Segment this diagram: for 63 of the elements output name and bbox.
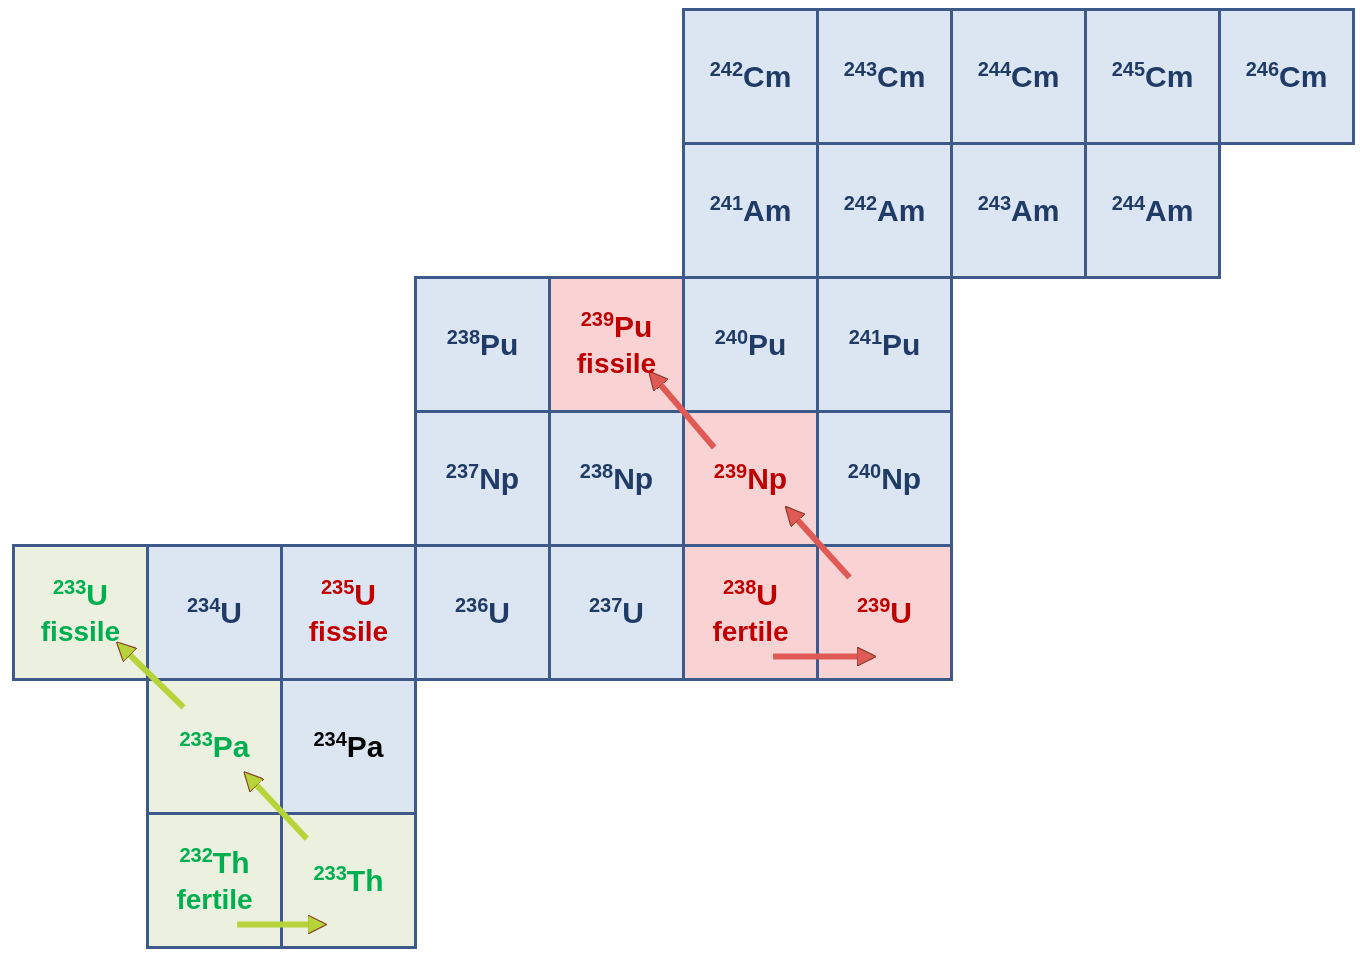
nuclide-symbol: $^{243}$Am <box>977 193 1060 228</box>
nuclide-cell <box>548 410 685 547</box>
nuclide-property: fertile <box>176 883 253 916</box>
nuclide-symbol: $^{243}$Cm <box>843 59 926 94</box>
nuclide-cell <box>950 142 1087 279</box>
nuclide-cell <box>950 8 1087 145</box>
nuclide-cell <box>414 544 551 681</box>
nuclide-symbol: $^{246}$Cm <box>1245 59 1328 94</box>
nuclide-cell <box>816 142 953 279</box>
nuclide-cell <box>280 678 417 815</box>
nuclide-cell <box>146 812 283 949</box>
nuclide-cell <box>816 410 953 547</box>
arrow <box>237 914 328 935</box>
nuclide-symbol: $^{237}$U <box>588 595 644 630</box>
nuclide-property: fertile <box>712 615 789 648</box>
nuclide-cell <box>414 276 551 413</box>
nuclide-property: fissile <box>40 615 121 648</box>
nuclide-symbol: $^{239}$Np <box>713 461 788 496</box>
nuclide-symbol: $^{242}$Am <box>843 193 926 228</box>
nuclide-symbol: $^{244}$Am <box>1111 193 1194 228</box>
nuclide-cell <box>146 678 283 815</box>
nuclide-cell <box>414 410 551 547</box>
nuclide-cell <box>548 544 685 681</box>
nuclide-symbol: $^{242}$Cm <box>709 59 792 94</box>
nuclide-cell <box>280 812 417 949</box>
nuclide-symbol: $^{234}$U <box>186 595 242 630</box>
nuclide-symbol: $^{232}$Th <box>179 845 250 880</box>
nuclide-symbol: $^{238}$U <box>722 577 778 612</box>
nuclide-cell <box>548 276 685 413</box>
nuclide-symbol: $^{239}$Pu <box>580 309 653 344</box>
nuclide-symbol: $^{239}$U <box>856 595 912 630</box>
nuclide-cell <box>682 276 819 413</box>
nuclide-cell <box>146 544 283 681</box>
nuclide-symbol: $^{236}$U <box>454 595 510 630</box>
nuclide-cell <box>682 142 819 279</box>
nuclide-symbol: $^{241}$Pu <box>848 327 921 362</box>
nuclide-symbol: $^{245}$Cm <box>1111 59 1194 94</box>
nuclide-cell <box>12 544 149 681</box>
nuclide-cell <box>816 276 953 413</box>
nuclide-cell <box>816 544 953 681</box>
nuclide-symbol: $^{235}$U <box>320 577 376 612</box>
nuclide-cell <box>1084 142 1221 279</box>
nuclide-cell <box>682 410 819 547</box>
nuclide-symbol: $^{238}$Pu <box>446 327 519 362</box>
nuclide-property: fissile <box>308 615 389 648</box>
nuclide-symbol: $^{234}$Pa <box>313 729 384 764</box>
nuclide-symbol: $^{233}$Pa <box>179 729 250 764</box>
nuclide-cell <box>1218 8 1355 145</box>
nuclide-symbol: $^{241}$Am <box>709 193 792 228</box>
nuclide-cell <box>280 544 417 681</box>
nuclide-cell <box>816 8 953 145</box>
nuclide-symbol: $^{240}$Np <box>847 461 922 496</box>
nuclide-cell <box>682 8 819 145</box>
nuclide-symbol: $^{244}$Cm <box>977 59 1060 94</box>
nuclide-symbol: $^{238}$Np <box>579 461 654 496</box>
nuclide-symbol: $^{233}$Th <box>313 863 384 898</box>
arrow <box>773 646 877 667</box>
nuclide-symbol: $^{233}$U <box>52 577 108 612</box>
nuclide-cell <box>1084 8 1221 145</box>
nuclide-property: fissile <box>576 347 657 380</box>
nuclide-symbol: $^{237}$Np <box>445 461 520 496</box>
nuclide-cell <box>682 544 819 681</box>
nuclide-symbol: $^{240}$Pu <box>714 327 787 362</box>
